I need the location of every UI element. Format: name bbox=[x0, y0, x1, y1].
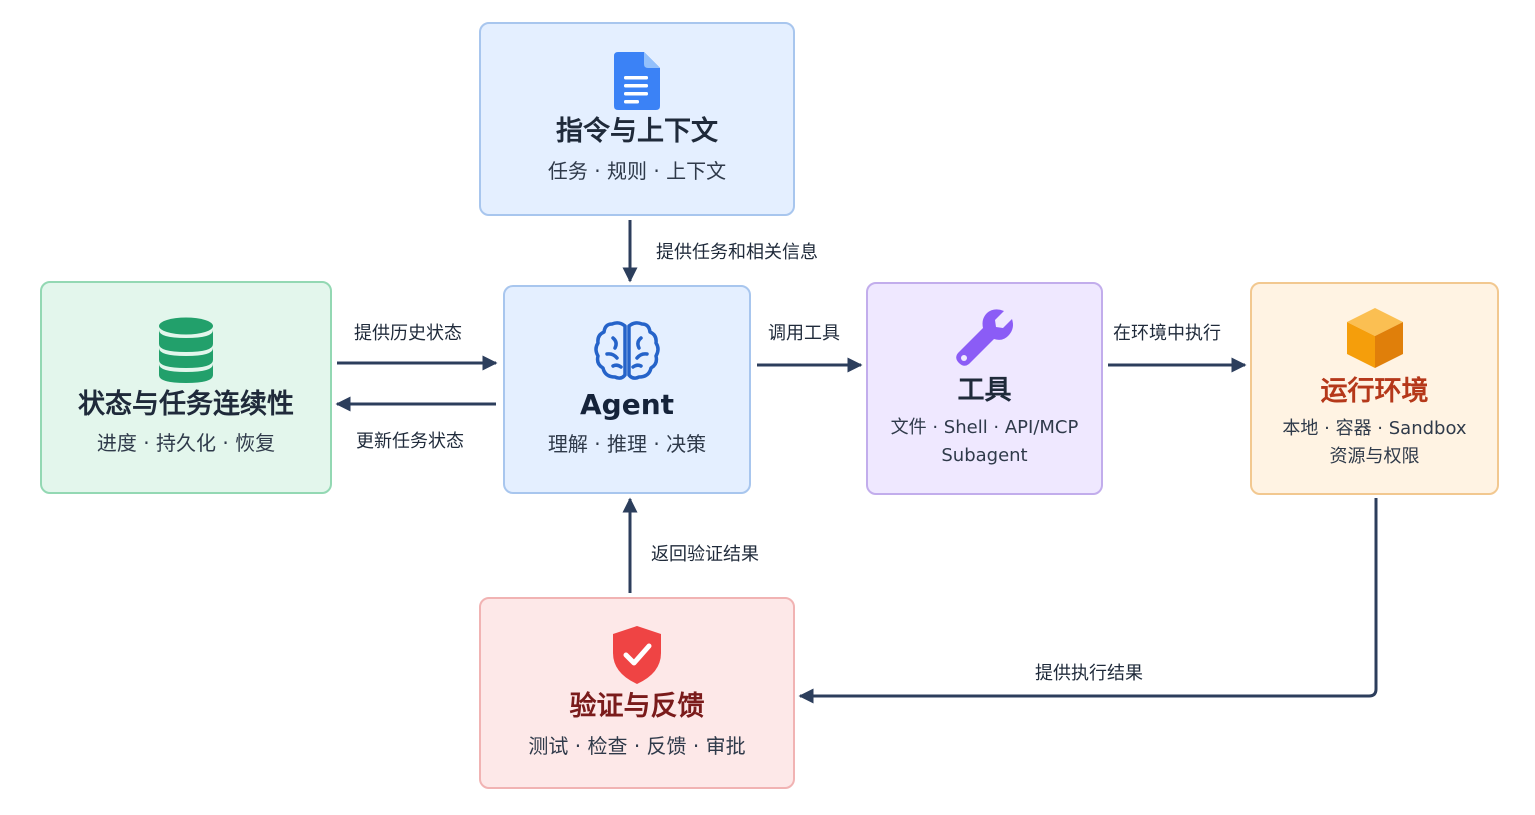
agent-subtitle: 理解 · 推理 · 决策 bbox=[547, 431, 707, 456]
document-icon bbox=[614, 52, 660, 111]
runtime-subtitle-line2: 资源与权限 bbox=[1329, 445, 1420, 467]
state-node: 状态与任务连续性 进度 · 持久化 · 恢复 bbox=[40, 281, 332, 494]
verify-subtitle: 测试 · 检查 · 反馈 · 审批 bbox=[528, 733, 746, 758]
label-state-to-agent: 提供历史状态 bbox=[354, 323, 462, 344]
tools-title: 工具 bbox=[957, 375, 1012, 407]
runtime-title: 运行环境 bbox=[1320, 376, 1429, 408]
agent-title: Agent bbox=[579, 388, 675, 422]
tools-node: 工具 文件 · Shell · API/MCP Subagent bbox=[866, 282, 1103, 495]
verify-title: 验证与反馈 bbox=[569, 691, 705, 723]
label-context-to-agent: 提供任务和相关信息 bbox=[656, 242, 818, 263]
runtime-node: 运行环境 本地 · 容器 · Sandbox 资源与权限 bbox=[1250, 282, 1499, 495]
cube-icon bbox=[1346, 308, 1403, 369]
tools-subtitle-line1: 文件 · Shell · API/MCP bbox=[890, 416, 1079, 438]
brain-icon bbox=[594, 321, 660, 381]
tools-subtitle: 文件 · Shell · API/MCP Subagent bbox=[891, 414, 1079, 470]
wrench-icon bbox=[955, 309, 1013, 367]
label-verify-to-agent: 返回验证结果 bbox=[651, 544, 759, 565]
context-node: 指令与上下文 任务 · 规则 · 上下文 bbox=[479, 22, 795, 216]
state-subtitle: 进度 · 持久化 · 恢复 bbox=[96, 431, 276, 456]
context-subtitle: 任务 · 规则 · 上下文 bbox=[547, 158, 727, 183]
label-agent-to-state: 更新任务状态 bbox=[356, 431, 464, 452]
label-agent-to-tools: 调用工具 bbox=[768, 323, 840, 344]
label-runtime-to-verify: 提供执行结果 bbox=[1035, 663, 1143, 684]
label-tools-to-runtime: 在环境中执行 bbox=[1113, 323, 1221, 344]
arrow-runtime-to-verify bbox=[798, 498, 1378, 704]
tools-subtitle-line2: Subagent bbox=[941, 444, 1028, 466]
database-icon bbox=[159, 317, 213, 383]
runtime-subtitle-line1: 本地 · 容器 · Sandbox bbox=[1282, 417, 1467, 439]
state-title: 状态与任务连续性 bbox=[78, 388, 294, 420]
verify-node: 验证与反馈 测试 · 检查 · 反馈 · 审批 bbox=[479, 597, 795, 789]
runtime-subtitle: 本地 · 容器 · Sandbox 资源与权限 bbox=[1282, 415, 1466, 471]
shield-check-icon bbox=[613, 626, 661, 685]
agent-node: Agent 理解 · 推理 · 决策 bbox=[503, 285, 751, 494]
context-title: 指令与上下文 bbox=[556, 116, 718, 148]
